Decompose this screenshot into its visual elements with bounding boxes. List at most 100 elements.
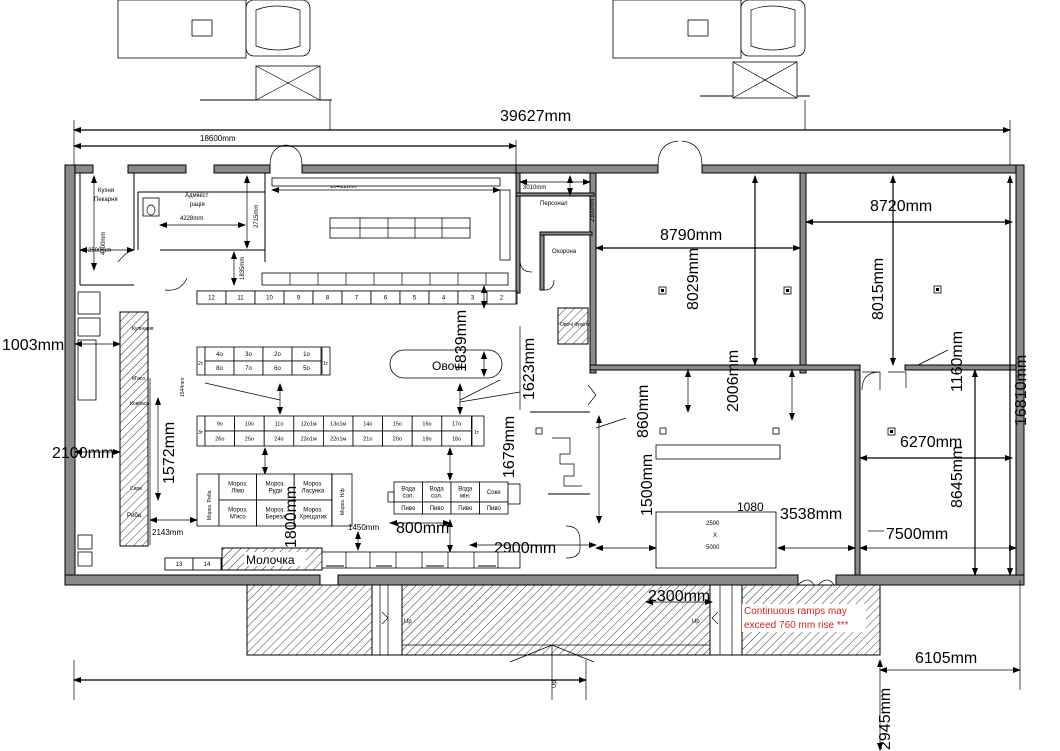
dim-room2-w: 8720mm <box>870 198 932 215</box>
dim-personnel-h: 2390mm <box>590 199 596 222</box>
admin-label-2: рація <box>190 202 205 208</box>
dim-1572: 1572mm <box>161 422 178 484</box>
dim-2300: 2300mm <box>648 588 710 605</box>
truck-box-line-1: 2500 <box>706 521 720 527</box>
drinks-bottom-label-4: Пиво <box>487 506 502 512</box>
dim-6105: 6105mm <box>915 650 977 667</box>
freezers: Мороз. Риба Мороз. Н/ф Мороз.ЛімоМороз.Р… <box>196 473 353 527</box>
wall-shelf-top-label-4: 9 <box>297 296 301 302</box>
gondola-b-bottom-label-7: 20о <box>393 436 402 442</box>
security-label: Охорона <box>552 249 577 255</box>
gondola-b-top-label-2: 10о <box>245 421 254 427</box>
drinks-bottom-1: Пиво <box>393 501 423 515</box>
freezer-bottom-label-1: Мороз.М'ясо <box>228 508 248 521</box>
wall-shelf-top-10: 3 <box>457 290 488 305</box>
dim-personnel-w: 3010mm <box>523 185 546 191</box>
ramp-warning-1: Continuous ramps may <box>744 606 847 617</box>
gondola-b-end-left: 3т <box>198 430 204 436</box>
freezer-bottom-label-3: Мороз.Хрещатик <box>299 508 327 521</box>
gondola-b-top-label-5: 13о1м <box>330 421 346 427</box>
truck-box-line-2: X <box>713 533 717 539</box>
gondola-b-top-5: 13о1м <box>322 415 354 432</box>
freezer-top-2: Мороз.Руди <box>256 473 295 501</box>
wall-shelf-top-8: 5 <box>399 290 430 305</box>
gondola-b-bottom-label-2: 25о <box>245 436 254 442</box>
freezer-top-label-2: Мороз.Руди <box>266 482 286 495</box>
drinks-bottom-3: Пиво <box>450 501 480 515</box>
gondola-b-top-6: 14о <box>352 415 384 432</box>
freezer-side-left: Мороз. Риба <box>207 491 213 520</box>
gondola-b-top-3: 11о <box>263 415 295 432</box>
dim-1450: 1450mm <box>348 523 379 532</box>
storage-room-2: 8720mm 8015mm <box>805 175 1013 366</box>
drinks-top-label-4: Соки <box>487 490 501 496</box>
freezer-bottom-2: Мороз.Береза <box>256 499 295 527</box>
right-stand-label: Овочі Фрукти <box>560 322 591 328</box>
wall-shelf-top-6: 7 <box>341 290 372 305</box>
wall-shelf-top-label-1: 12 <box>208 296 215 302</box>
drinks-bottom-label-3: Пиво <box>458 506 473 512</box>
dim-1544: 1544mm <box>180 378 186 397</box>
dim-860: 860mm <box>635 385 652 438</box>
freezer-bottom-1: Мороз.М'ясо <box>218 499 257 527</box>
dim-1080: 1080 <box>737 500 764 514</box>
personnel-label: Персонал <box>540 201 568 207</box>
dim-6270: 6270mm <box>900 434 962 451</box>
gondola-b-top-8: 16о <box>411 415 443 432</box>
gondola-b-top-label-6: 14о <box>363 421 372 427</box>
drinks-top-4: Соки <box>479 481 509 503</box>
dim-1839: 1839mm <box>453 310 470 372</box>
gondola-b-top-label-1: 9о <box>217 421 223 427</box>
dim-corridor-h: 1835mm <box>240 257 246 280</box>
dim-right-h: 16810mm <box>1013 355 1030 426</box>
kitchen-room: Кухня Пекарня 4700mm 2500mm <box>79 173 135 286</box>
storage-room-1: 8790mm 8029mm <box>595 175 801 366</box>
gondola-a-top-1: 4о <box>204 346 235 362</box>
gondola-a-bottom-label-3: 6о <box>274 366 281 372</box>
dim-2945: 2945mm <box>877 688 894 750</box>
gondola-b-bottom-9: 18о <box>441 430 472 447</box>
dim-3538: 3538mm <box>780 506 842 523</box>
gondola-a-top-label-4: 1о <box>303 352 310 358</box>
freezer-side-right: Мороз. Н/ф <box>340 488 346 515</box>
gondola-a-bottom-2: 7о <box>233 360 264 376</box>
dim-2143: 2143mm <box>152 528 183 537</box>
wall-shelf-top-label-6: 7 <box>355 296 359 302</box>
gondola-b-bottom-5: 22о1м <box>322 430 354 447</box>
freezer-bottom-3: Мороз.Хрещатик <box>293 499 333 527</box>
wall-shelf-bottom-label-1: 13 <box>176 562 183 568</box>
dim-admin-w: 4228mm <box>180 216 203 222</box>
admin-room: Адмініст рація 4228mm 2715mm 1835mm <box>117 173 266 291</box>
loading-area: 2006mm 2500 X 5000 1080 3538mm 7500mm 15… <box>530 350 1017 569</box>
wall-shelf-top-11: 2 <box>486 290 517 305</box>
dim-kitchen-h: 4700mm <box>101 232 107 255</box>
dim-kitchen-w: 2500mm <box>88 248 111 254</box>
gondola-b-top-7: 15о <box>382 415 413 432</box>
wall-shelf-bottom-1: 13 <box>164 557 194 571</box>
gondola-b-bottom-3: 24о <box>263 430 295 447</box>
drinks-bottom-label-2: Пиво <box>430 506 445 512</box>
dim-2006: 2006mm <box>725 350 742 412</box>
gondola-b-bottom-label-3: 24о <box>274 436 283 442</box>
dim-2100: 2100mm <box>52 445 114 462</box>
wall-shelf-top-label-3: 10 <box>266 296 273 302</box>
left-wall-label-3: Ковбаси <box>130 401 149 407</box>
dim-admin-h: 2715mm <box>254 205 260 228</box>
gondola-b-top-4: 12о1м <box>293 415 324 432</box>
wall-shelf-top-5: 8 <box>312 290 343 305</box>
gondola-a-top-label-3: 2о <box>274 352 281 358</box>
gondola-a-end-left: 2т <box>198 361 204 367</box>
wall-shelf-top-label-11: 2 <box>500 296 504 302</box>
wall-shelf-top-label-7: 6 <box>384 296 388 302</box>
gondola-b-top-label-9: 17о <box>452 421 461 427</box>
freezer-top-3: Мороз.Ласунка <box>293 473 333 501</box>
dim-800: 800mm <box>396 520 449 537</box>
wall-shelf-top-9: 4 <box>428 290 459 305</box>
wall-shelf-bottom-label-2: 14 <box>204 562 211 568</box>
